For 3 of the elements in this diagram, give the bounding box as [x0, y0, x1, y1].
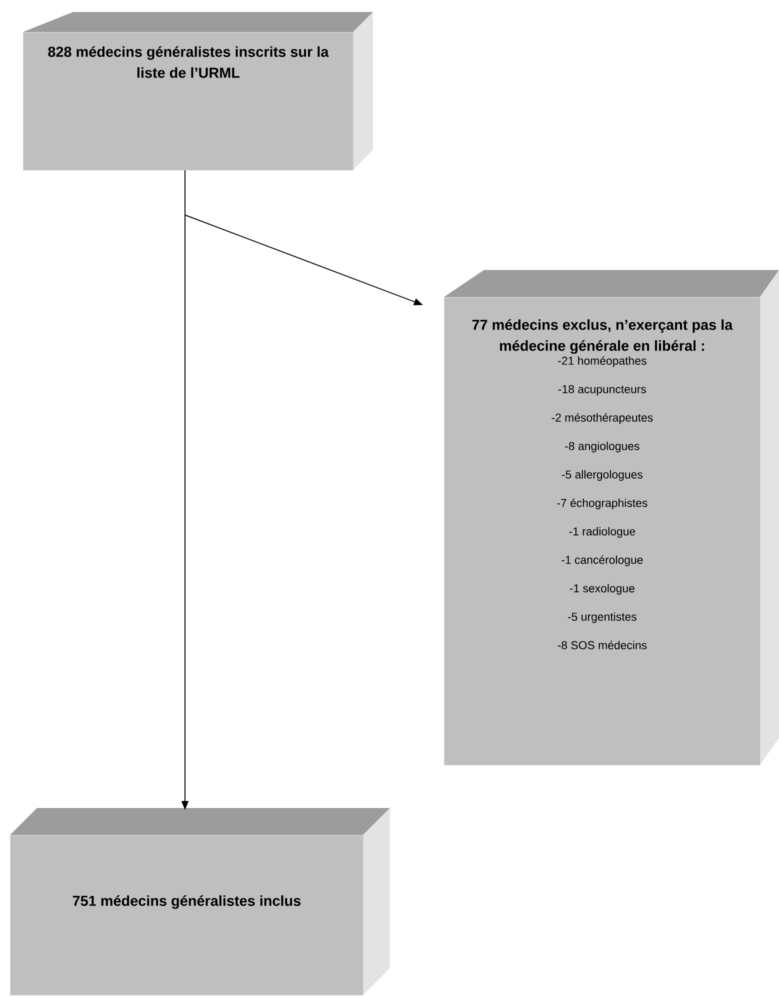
block-box: 751 médecins généralistes inclus — [10, 808, 390, 996]
block-box: 828 médecins généralistes inscrits sur la liste de l’URML — [23, 12, 373, 170]
block-box: 77 médecins exclus, n’exerçant pas la médecine générale en libéral : -21 homéopathes -18 acupuncteurs -2 mésothérapeutes -8 angiologues -5 allergologues -7 échographistes -1 radiologue -1 cancérologue -1 sexologue -5 urgentistes -8 SOS médecins — [444, 270, 779, 766]
